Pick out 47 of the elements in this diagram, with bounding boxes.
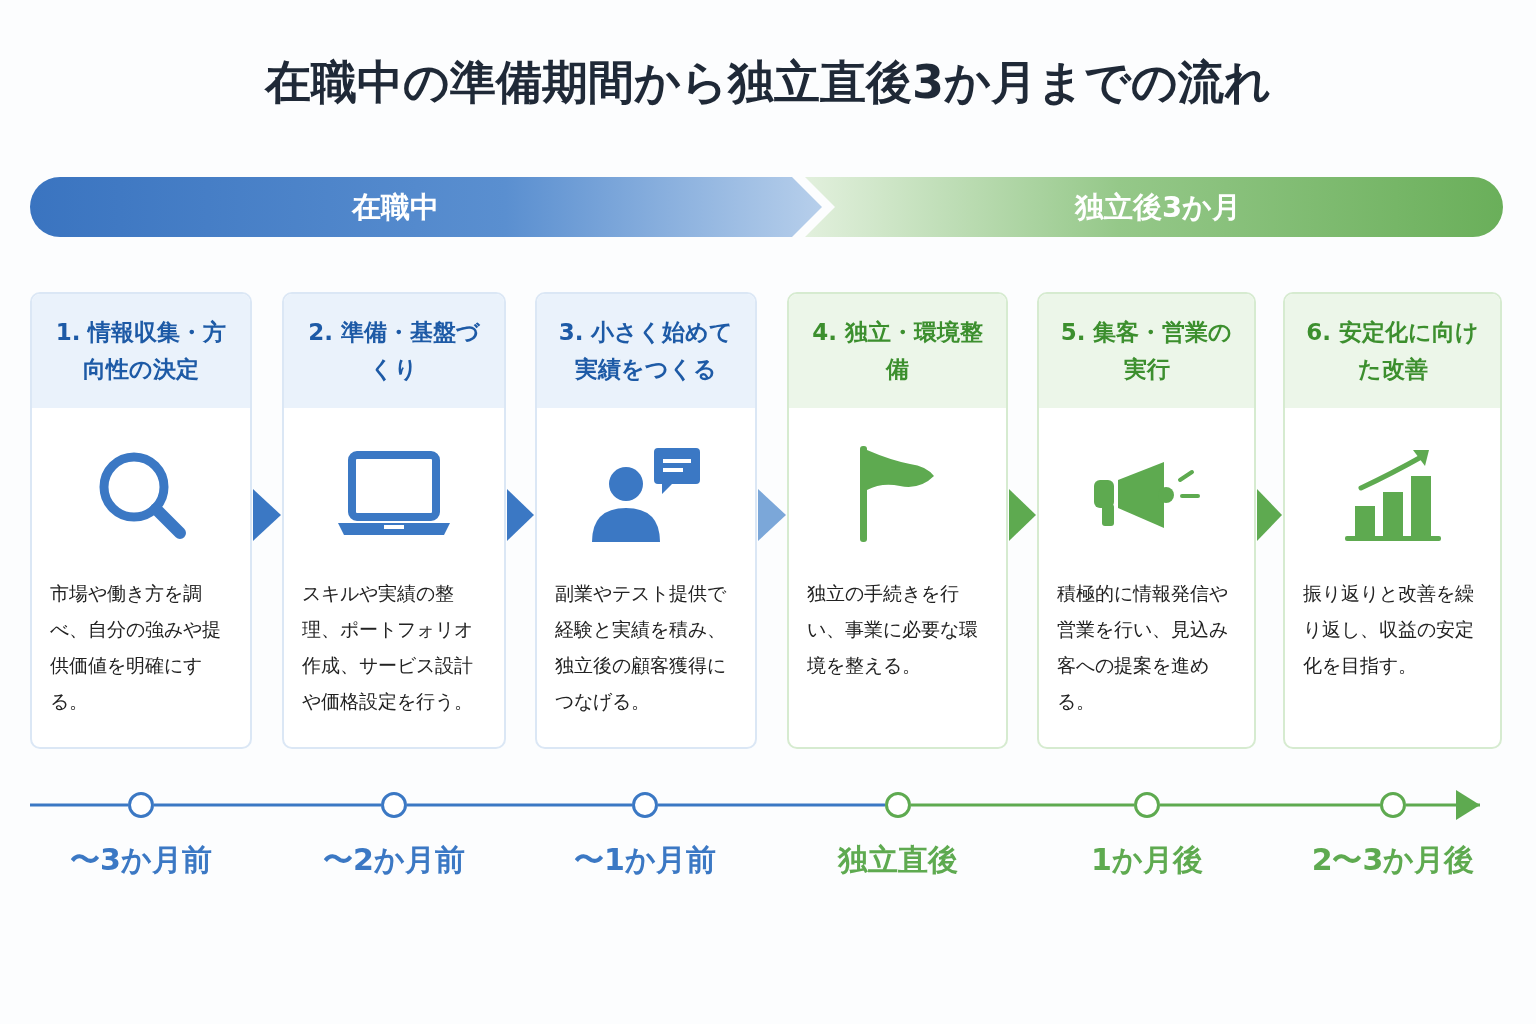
step-card (30, 292, 252, 749)
timeline-label: 独立直後 (838, 841, 958, 879)
timeline-line (911, 803, 1134, 807)
step-description: 振り返りと改善を繰り返し、収益の安定化を目指す。 (1303, 582, 1475, 678)
step-card (1037, 292, 1256, 749)
step-card (282, 292, 506, 749)
step-heading: 3. 小さく始めて実績をつくる (537, 294, 755, 408)
timeline-arrow (1406, 790, 1480, 820)
step-heading: 5. 集客・営業の実行 (1039, 294, 1254, 408)
timeline-marker (885, 792, 911, 818)
timeline-marker (632, 792, 658, 818)
step-arrow (758, 489, 786, 541)
timeline-marker (1380, 792, 1406, 818)
timeline-line (30, 803, 128, 807)
phase-banner (30, 177, 822, 237)
timeline-line (154, 803, 381, 807)
step-arrow (253, 489, 281, 541)
step-heading: 4. 独立・環境整備 (789, 294, 1006, 408)
step-heading: 2. 準備・基盤づくり (284, 294, 504, 408)
timeline-label: 〜1か月前 (574, 841, 716, 879)
step-card (1283, 292, 1502, 749)
step-description: スキルや実績の整理、ポートフォリオ作成、サービス設計や価格設定を行う。 (302, 582, 474, 714)
step-card (535, 292, 757, 749)
step-description: 市場や働き方を調べ、自分の強みや提供価値を明確にする。 (50, 582, 222, 714)
title: 在職中の準備期間から独立直後3か月までの流れ (263, 54, 1272, 111)
phase-banner (805, 177, 1503, 237)
step-arrow (1257, 489, 1282, 541)
timeline-marker (381, 792, 407, 818)
phase-label: 独立後3か月 (1074, 189, 1242, 226)
step-description: 独立の手続きを行い、事業に必要な環境を整える。 (807, 582, 979, 678)
step-description: 副業やテスト提供で経験と実績を積み、独立後の顧客獲得につなげる。 (555, 582, 727, 714)
timeline-label: 2〜3か月後 (1311, 841, 1475, 879)
timeline-label: 1か月後 (1091, 841, 1203, 879)
timeline-line (1160, 803, 1380, 807)
timeline-label: 〜3か月前 (70, 841, 212, 879)
timeline-marker (128, 792, 154, 818)
step-arrow (507, 489, 534, 541)
timeline-label: 〜2か月前 (323, 841, 465, 879)
timeline-line (658, 803, 885, 807)
phase-label: 在職中 (351, 189, 439, 226)
step-heading: 1. 情報収集・方向性の決定 (32, 294, 250, 408)
timeline-line (407, 803, 632, 807)
timeline-marker (1134, 792, 1160, 818)
step-description: 積極的に情報発信や営業を行い、見込み客への提案を進める。 (1057, 582, 1229, 714)
step-heading: 6. 安定化に向けた改善 (1285, 294, 1500, 408)
step-card (787, 292, 1008, 749)
step-arrow (1009, 489, 1036, 541)
